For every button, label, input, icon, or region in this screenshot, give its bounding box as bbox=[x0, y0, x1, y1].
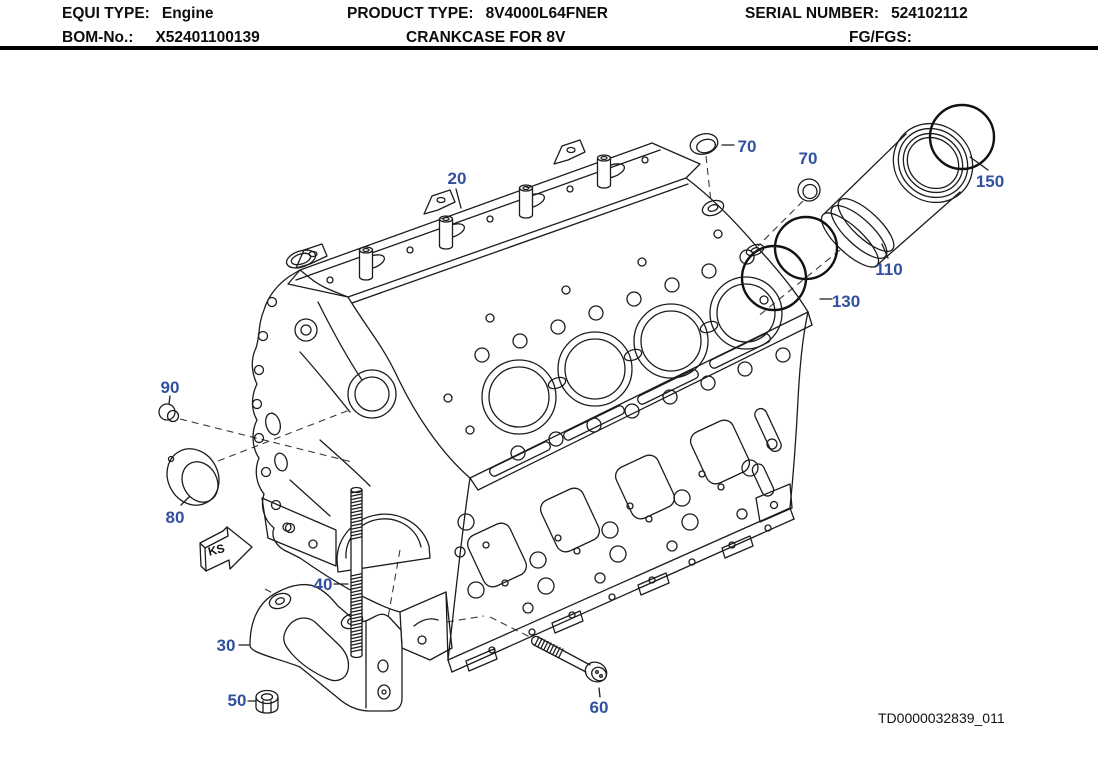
ks-arrow-icon bbox=[199, 526, 253, 572]
side-wall-holes bbox=[454, 438, 778, 654]
callout-70-right: 70 bbox=[798, 149, 818, 168]
product-type-field: PRODUCT TYPE: 8V4000L64FNER bbox=[347, 5, 608, 23]
callout-130: 130 bbox=[831, 292, 861, 311]
equi-type-field: EQUI TYPE: Engine bbox=[62, 5, 214, 23]
equi-type-label: EQUI TYPE: bbox=[62, 5, 150, 22]
bom-field: BOM-No.: X52401100139 bbox=[62, 29, 260, 47]
cylinder-liner-110 bbox=[820, 122, 974, 268]
product-type-label: PRODUCT TYPE: bbox=[347, 5, 474, 22]
fg-fgs-field: FG/FGS: bbox=[849, 29, 924, 47]
head-bolt-holes bbox=[443, 229, 791, 461]
serial-number-value: 524102112 bbox=[891, 5, 968, 22]
leader-lines bbox=[168, 144, 989, 702]
screw-plug-70-left bbox=[689, 133, 719, 155]
callout-60: 60 bbox=[589, 698, 609, 717]
screw-plug-70-right bbox=[797, 178, 821, 202]
o-rings-130 bbox=[740, 215, 839, 312]
plug-90 bbox=[158, 403, 180, 423]
serial-number-field: SERIAL NUMBER: 524102112 bbox=[745, 5, 968, 23]
callout-80: 80 bbox=[165, 508, 185, 527]
serial-number-label: SERIAL NUMBER: bbox=[745, 5, 880, 22]
bolt-60 bbox=[530, 635, 608, 683]
cylinder-bores bbox=[481, 276, 783, 435]
fg-fgs-label: FG/FGS: bbox=[849, 29, 912, 46]
callout-90: 90 bbox=[160, 378, 180, 397]
crankcase-drawing bbox=[251, 139, 813, 673]
bom-label: BOM-No.: bbox=[62, 29, 134, 46]
header-divider-rule bbox=[0, 46, 1098, 50]
callout-50: 50 bbox=[227, 691, 247, 710]
product-subtitle: CRANKCASE FOR 8V bbox=[406, 29, 566, 46]
bom-value: X52401100139 bbox=[155, 29, 260, 46]
side-windows bbox=[466, 407, 782, 588]
product-type-value: 8V4000L64FNER bbox=[485, 5, 608, 22]
nut-50 bbox=[255, 689, 279, 714]
callout-40: 40 bbox=[313, 575, 333, 594]
deck-studs bbox=[358, 154, 612, 281]
callout-150: 150 bbox=[975, 172, 1005, 191]
o-ring-150 bbox=[928, 103, 996, 171]
stud-40 bbox=[350, 486, 363, 659]
drawing-id: TD0000032839_011 bbox=[878, 710, 1005, 726]
callout-30: 30 bbox=[216, 636, 236, 655]
callout-70-left: 70 bbox=[737, 137, 757, 156]
callout-20: 20 bbox=[447, 169, 467, 188]
bushing-80 bbox=[166, 448, 220, 506]
callout-110: 110 bbox=[875, 260, 903, 279]
equi-type-value: Engine bbox=[161, 5, 214, 22]
